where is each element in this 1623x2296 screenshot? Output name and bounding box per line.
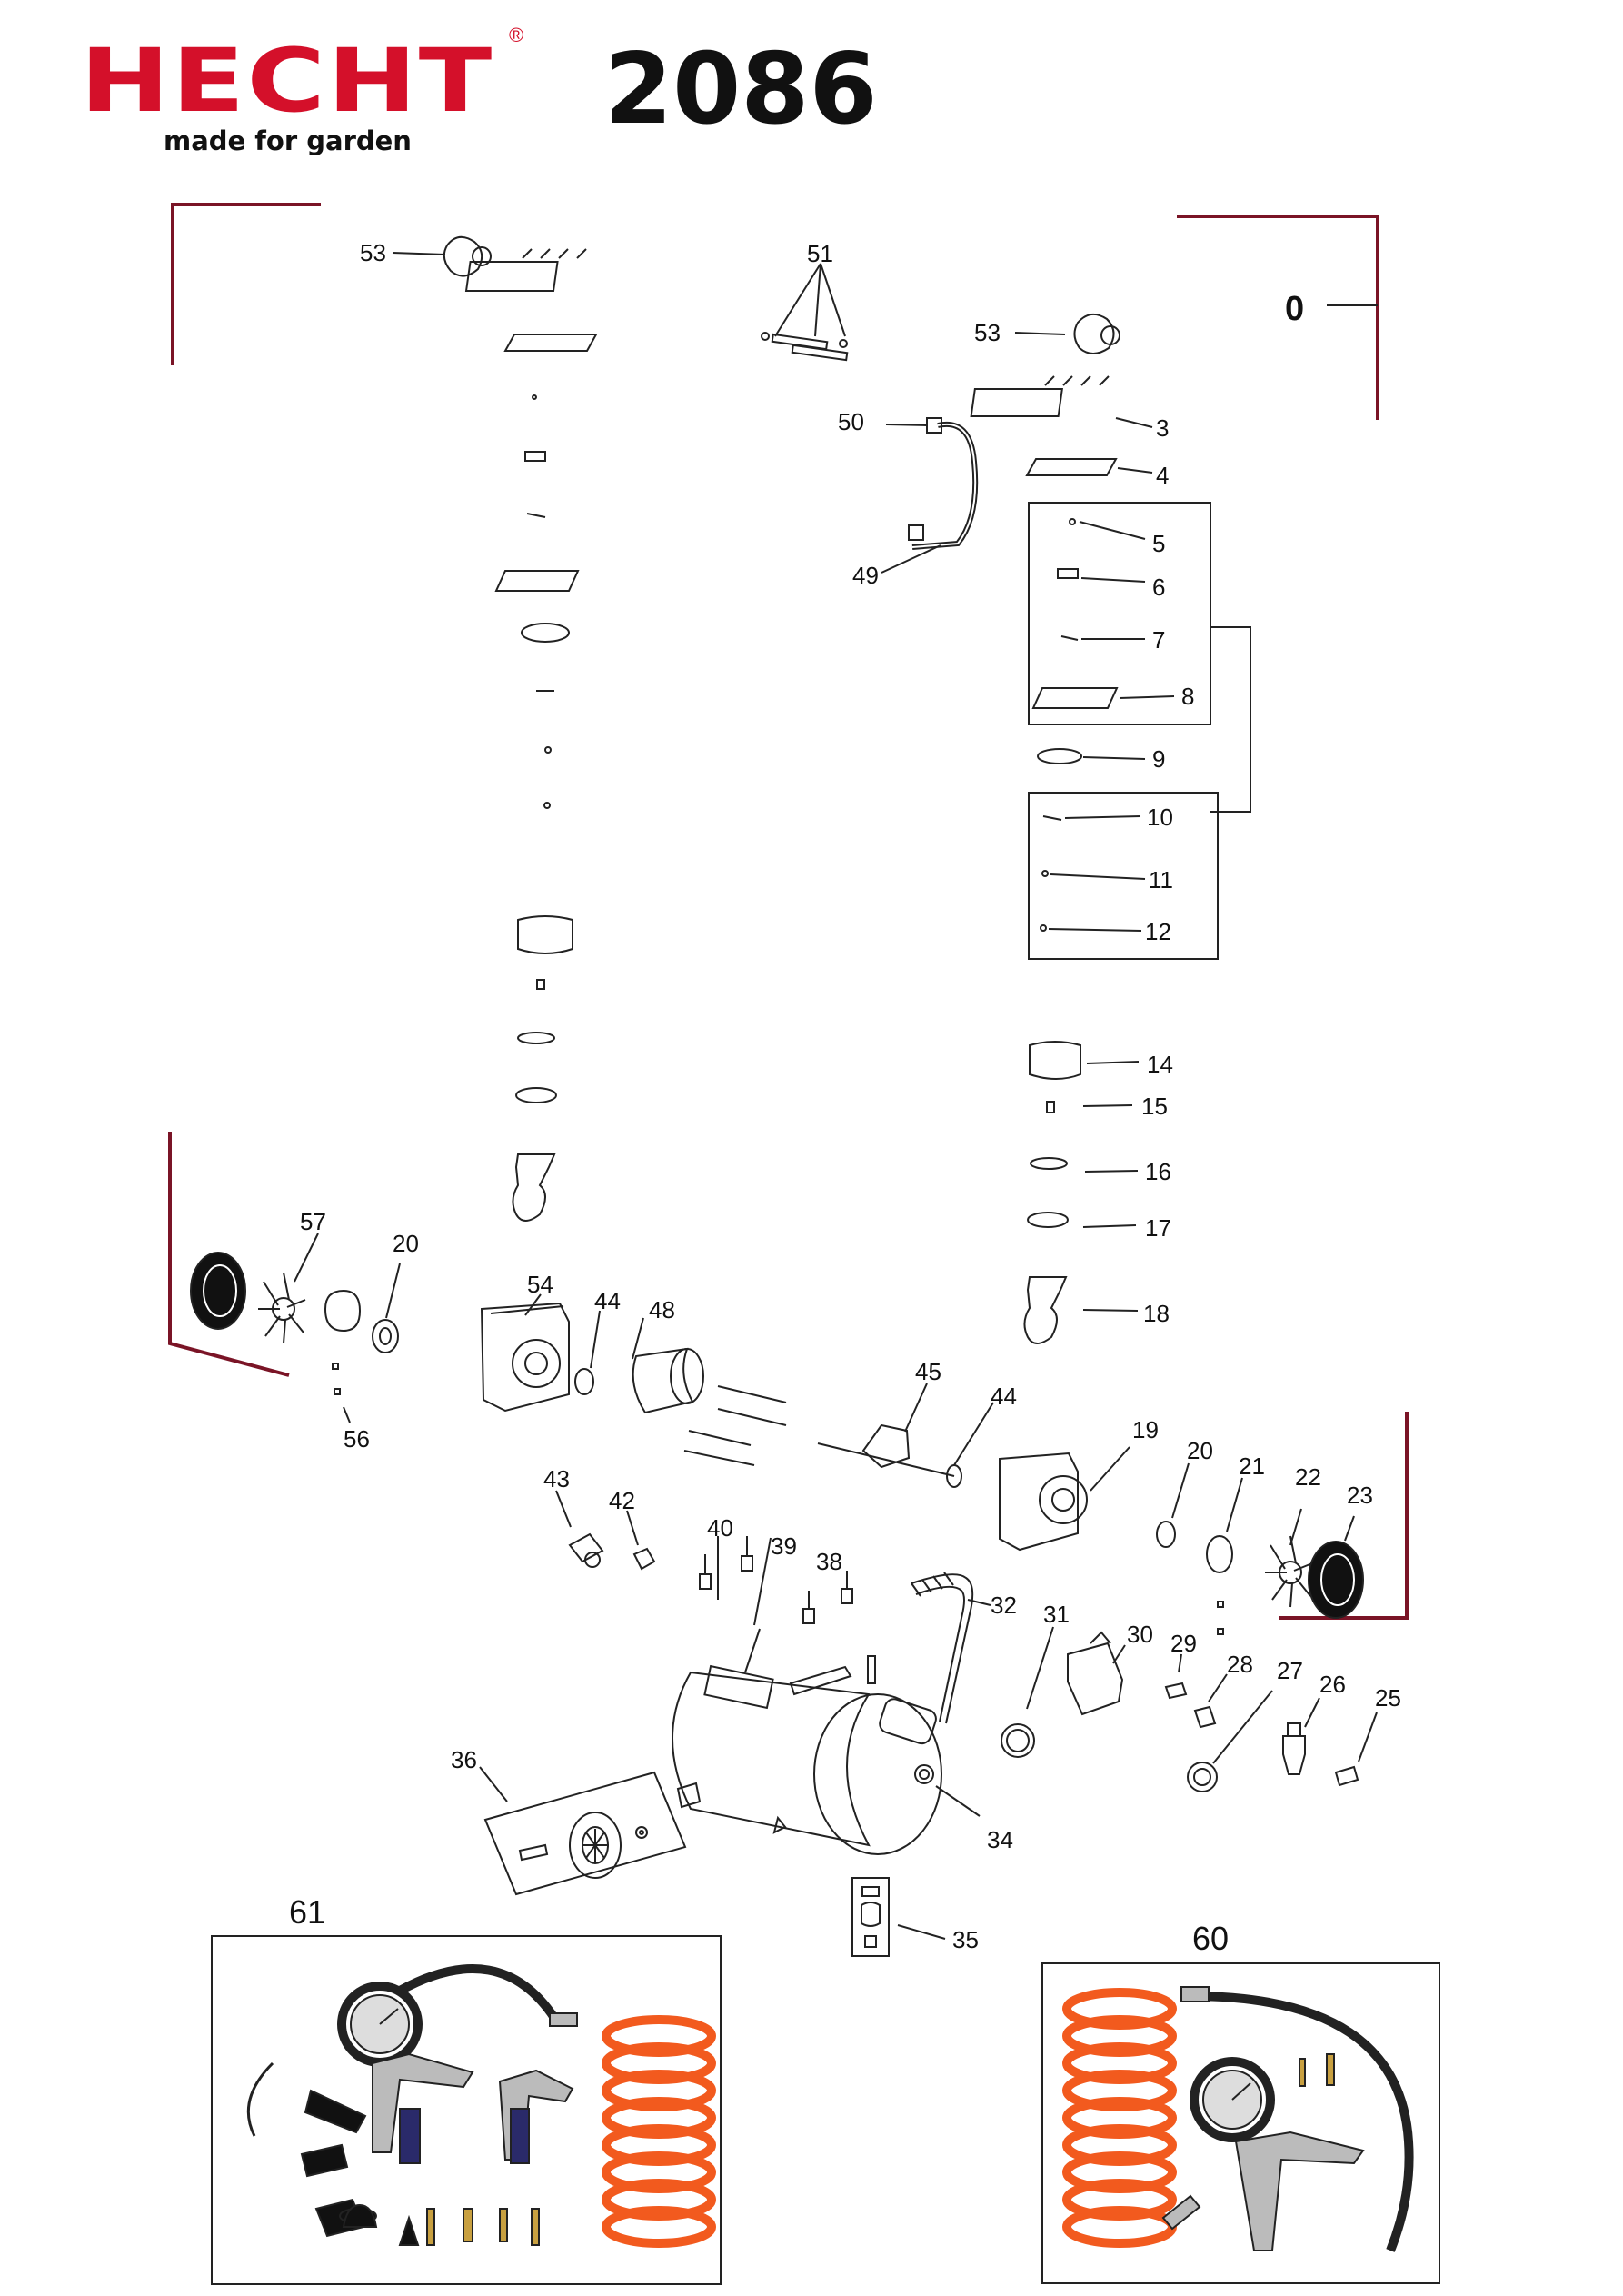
part-label-17: 17 bbox=[1145, 1214, 1171, 1242]
left-head-stack bbox=[443, 235, 598, 1222]
part-label-4: 4 bbox=[1156, 462, 1169, 489]
brand-tagline: made for garden bbox=[164, 125, 412, 156]
part-label-10: 10 bbox=[1147, 804, 1173, 831]
part-label-5: 5 bbox=[1152, 530, 1165, 557]
part-label-56: 56 bbox=[344, 1425, 370, 1452]
part-label-11: 11 bbox=[1149, 866, 1173, 893]
part-label-36: 36 bbox=[451, 1746, 477, 1773]
part-label-9: 9 bbox=[1152, 745, 1165, 773]
part-label-43: 43 bbox=[543, 1465, 570, 1492]
part-label-54: 54 bbox=[527, 1271, 553, 1298]
part-label-44: 44 bbox=[594, 1287, 621, 1314]
fittings-and-feet bbox=[555, 1490, 853, 1626]
accessory-kit-60 bbox=[1041, 1962, 1440, 2284]
part-label-49: 49 bbox=[852, 562, 879, 589]
part-label-16: 16 bbox=[1145, 1158, 1171, 1185]
assembly-label: 0 bbox=[1285, 290, 1304, 328]
part-label-38: 38 bbox=[816, 1548, 842, 1575]
part-label-12: 12 bbox=[1145, 918, 1171, 945]
part-label-6: 6 bbox=[1152, 574, 1165, 601]
part-label-42: 42 bbox=[609, 1487, 635, 1514]
part-label-23: 23 bbox=[1347, 1482, 1373, 1509]
part-label-21: 21 bbox=[1239, 1452, 1265, 1480]
part-label-15: 15 bbox=[1141, 1093, 1168, 1120]
right-fan-group bbox=[1156, 1462, 1364, 1635]
part-label-26: 26 bbox=[1319, 1671, 1346, 1698]
part-label-32: 32 bbox=[991, 1592, 1017, 1619]
assembly-bracket-top bbox=[171, 203, 1379, 420]
model-number: 2086 bbox=[604, 33, 878, 146]
part-label-53: 53 bbox=[360, 239, 386, 266]
kit-label-61: 61 bbox=[289, 1893, 325, 1931]
accessory-kit-61 bbox=[211, 1935, 722, 2285]
drain-valve bbox=[851, 1877, 946, 1957]
part-label-40: 40 bbox=[707, 1514, 733, 1542]
registered-mark: ® bbox=[509, 24, 524, 46]
part-label-28: 28 bbox=[1227, 1651, 1253, 1678]
part-label-35: 35 bbox=[952, 1926, 979, 1953]
pins-51 bbox=[761, 263, 849, 362]
part-label-27: 27 bbox=[1277, 1657, 1303, 1684]
wheel-kit bbox=[479, 1766, 687, 1896]
right-head-stack bbox=[970, 313, 1251, 1344]
part-label-44: 44 bbox=[991, 1383, 1017, 1410]
connecting-pipe bbox=[881, 417, 979, 574]
part-label-57: 57 bbox=[300, 1208, 326, 1235]
part-label-7: 7 bbox=[1152, 626, 1165, 654]
kit-label-60: 60 bbox=[1192, 1920, 1229, 1957]
control-fittings bbox=[1001, 1626, 1378, 1792]
part-label-8: 8 bbox=[1181, 683, 1194, 710]
part-label-30: 30 bbox=[1127, 1621, 1153, 1648]
part-label-18: 18 bbox=[1143, 1300, 1170, 1327]
part-label-39: 39 bbox=[771, 1532, 797, 1560]
part-label-45: 45 bbox=[915, 1358, 941, 1385]
left-fan-group bbox=[190, 1233, 401, 1423]
part-label-22: 22 bbox=[1295, 1463, 1321, 1491]
part-label-50: 50 bbox=[838, 408, 864, 435]
part-label-3: 3 bbox=[1156, 414, 1169, 442]
part-label-48: 48 bbox=[649, 1296, 675, 1323]
part-label-31: 31 bbox=[1043, 1601, 1070, 1628]
part-label-25: 25 bbox=[1375, 1684, 1401, 1712]
part-label-20: 20 bbox=[1187, 1437, 1213, 1464]
assembly-bracket-left-fan bbox=[168, 1132, 290, 1377]
part-label-53: 53 bbox=[974, 319, 1001, 346]
part-label-51: 51 bbox=[807, 240, 833, 267]
part-label-20: 20 bbox=[393, 1230, 419, 1257]
tank-and-handle bbox=[672, 1572, 991, 1855]
part-label-14: 14 bbox=[1147, 1051, 1173, 1078]
brand-logo: HECHT bbox=[80, 28, 494, 132]
motor-group bbox=[480, 1293, 1130, 1552]
part-label-34: 34 bbox=[987, 1826, 1013, 1853]
part-label-29: 29 bbox=[1170, 1630, 1197, 1657]
part-label-19: 19 bbox=[1132, 1416, 1159, 1443]
assembly-bracket-right-fan bbox=[1279, 1412, 1409, 1620]
